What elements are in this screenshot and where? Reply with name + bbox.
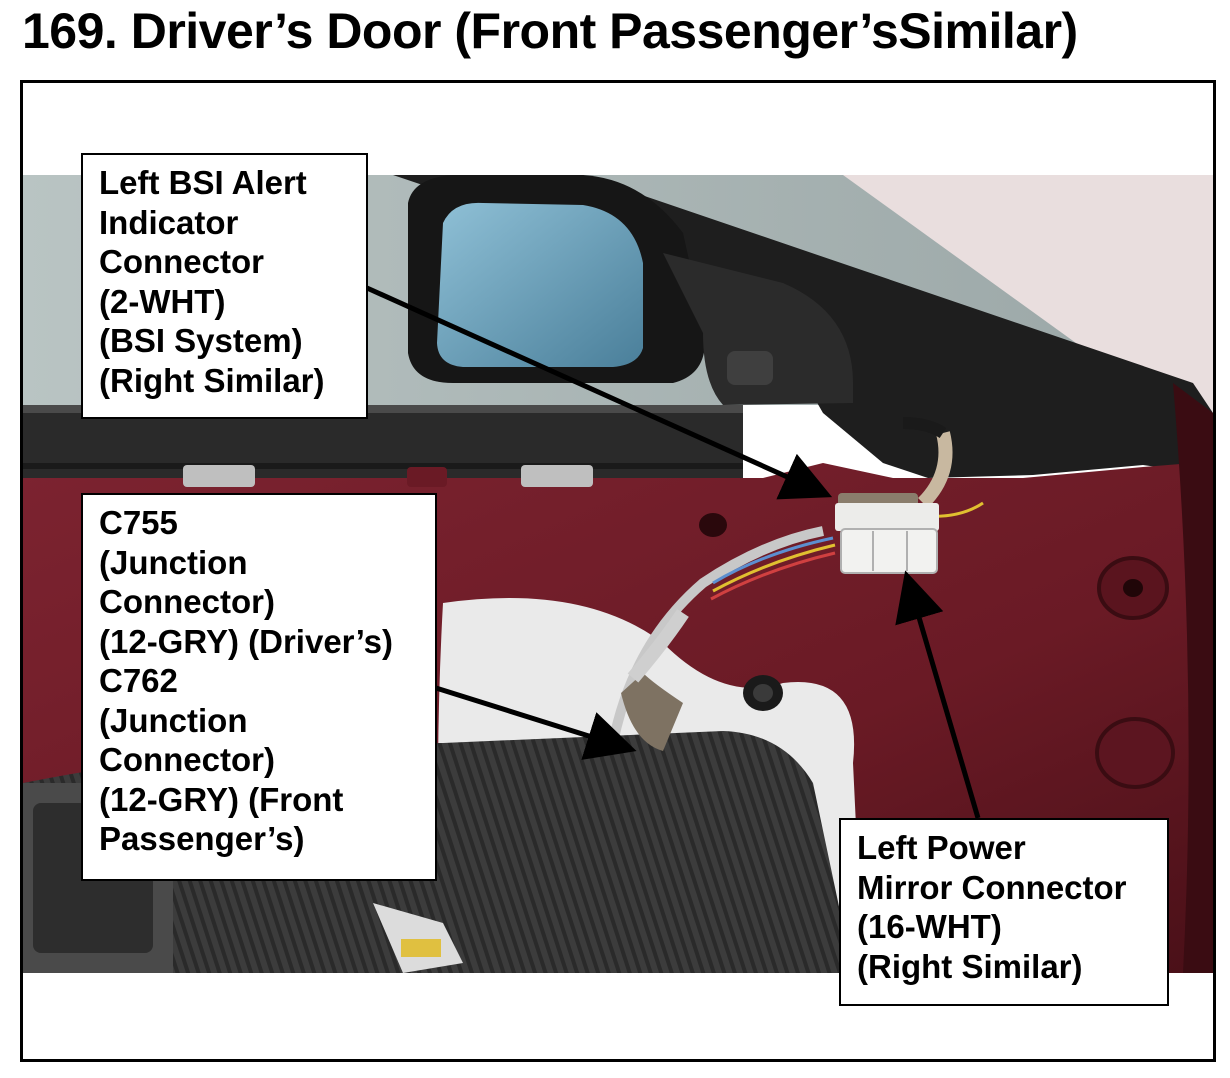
mirror-connector	[840, 528, 938, 574]
callout-line: (16-WHT)	[857, 908, 1002, 945]
callout-bsi-connector: Left BSI Alert Indicator Connector (2-WH…	[81, 153, 368, 419]
callout-line: (Right Similar)	[857, 947, 1083, 985]
belt-molding	[23, 405, 743, 478]
callout-line: (12-GRY) (Front	[99, 780, 344, 818]
arrow-bsi	[365, 285, 833, 500]
leader-arrows	[365, 285, 981, 819]
callout-line: Connector	[99, 243, 264, 280]
callout-line: Connector)	[99, 741, 275, 778]
callout-line: (12-GRY) (Driver’s)	[99, 622, 394, 660]
callout-line: (BSI System)	[99, 322, 303, 359]
arrow-mirror	[895, 570, 981, 819]
callout-line: Connector)	[99, 583, 275, 620]
callout-line: (Junction	[99, 543, 248, 581]
panel-hole	[699, 513, 727, 537]
callout-line: C755	[99, 504, 178, 541]
callout-line: Passenger’s)	[99, 820, 305, 857]
callout-line: Indicator	[99, 203, 239, 241]
belt-clip	[521, 465, 593, 487]
callout-junction-connector: C755 (Junction Connector) (12-GRY) (Driv…	[81, 493, 437, 881]
figure-frame: Left BSI Alert Indicator Connector (2-WH…	[20, 80, 1216, 1062]
callout-line: C762	[99, 662, 178, 699]
belt-clip	[183, 465, 255, 487]
callout-line: (Right Similar)	[99, 361, 325, 399]
bsi-connector	[835, 503, 939, 531]
page-title: 169. Driver’s Door (Front Passenger’sSim…	[22, 3, 1078, 59]
mirror-glass	[437, 202, 643, 367]
arrow-junction	[435, 685, 637, 760]
callout-mirror-connector: Left Power Mirror Connector (16-WHT) (Ri…	[839, 818, 1169, 1006]
callout-line: Left BSI Alert	[99, 164, 307, 201]
callout-line: (2-WHT)	[99, 282, 226, 320]
callout-line: Mirror Connector	[857, 868, 1127, 906]
callout-line: (Junction	[99, 701, 248, 739]
foam-sleeve	[621, 673, 683, 751]
callout-line: Left Power	[857, 829, 1026, 866]
mirror-switch	[727, 351, 773, 385]
